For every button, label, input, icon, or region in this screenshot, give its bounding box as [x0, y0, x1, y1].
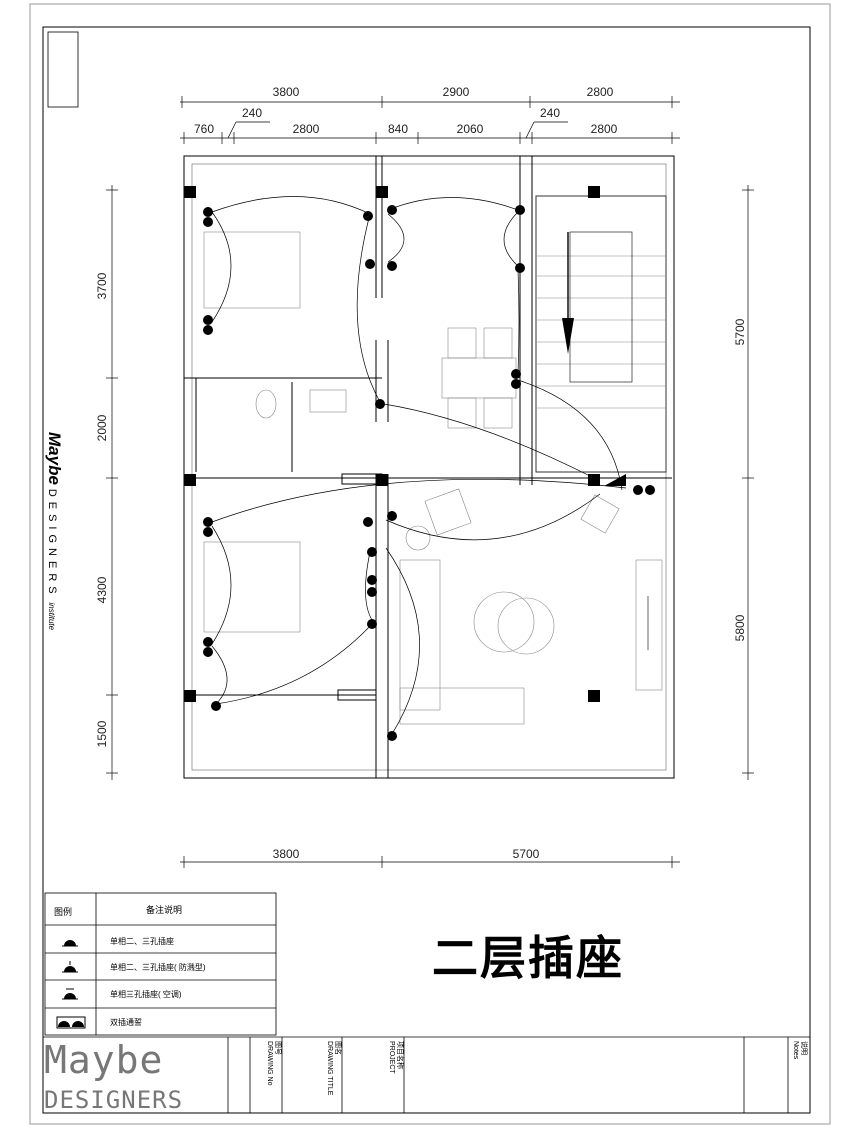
stair-direction-arrow [562, 318, 574, 354]
dim-top2-f: 240 [540, 106, 560, 120]
vertical-brand-main: Maybe [45, 432, 64, 485]
legend-table [44, 892, 277, 1036]
dim-left-c: 4300 [95, 576, 109, 603]
corner-stamp [47, 31, 79, 108]
notes-label-cn: 说明 [800, 1041, 809, 1055]
furniture [203, 231, 663, 725]
dim-top2-g: 2800 [591, 122, 618, 136]
dim-top2-a: 760 [194, 122, 214, 136]
socket-ac-icon [64, 993, 76, 999]
dim-top2-c: 2800 [293, 122, 320, 136]
legend-item-label: 双插通誓 [110, 1018, 142, 1027]
socket-single-icon [64, 940, 76, 946]
dim-left-b: 2000 [95, 414, 109, 441]
dim-left-a: 3700 [95, 272, 109, 299]
vertical-brand-suffix: institute [47, 602, 56, 631]
dim-right-a: 5700 [733, 318, 747, 345]
legend-col-symbol: 图例 [54, 907, 73, 917]
dim-top2-d: 840 [388, 122, 408, 136]
project-label-cn: 项目名称 [396, 1041, 405, 1069]
dim-bottom-b: 5700 [513, 847, 540, 861]
staircase [536, 231, 666, 409]
socket-double-icon [58, 1021, 84, 1027]
dim-top2-e: 2060 [457, 122, 484, 136]
top-dimension-lines [180, 96, 680, 144]
drawing-title: 二层插座 [432, 931, 624, 985]
notes-label-en: Notes [792, 1041, 799, 1060]
vertical-brand: Maybe DESIGNERS institute [44, 432, 64, 652]
drawing-no-label-en: DRAWING No [266, 1041, 273, 1086]
legend-item-label: 单相二、三孔插座 [110, 937, 174, 946]
legend-icons [56, 940, 86, 1029]
dim-left-d: 1500 [95, 720, 109, 747]
socket-splashproof-icon [64, 966, 76, 972]
dim-top1-c: 2800 [587, 85, 614, 99]
dim-bottom-a: 3800 [273, 847, 300, 861]
floor-plan-walls [183, 155, 675, 779]
legend-col-note: 备注说明 [146, 905, 183, 915]
dim-right-b: 5800 [733, 614, 747, 641]
logo-line1: Maybe [44, 1038, 164, 1082]
title-block [43, 1036, 810, 1113]
drawing-no-label-cn: 图号 [274, 1041, 282, 1055]
side-dimension-lines [106, 185, 754, 868]
logo-line2: DESIGNERS [44, 1086, 184, 1114]
vertical-brand-sub: DESIGNERS [46, 488, 58, 599]
dim-top1-a: 3800 [273, 85, 300, 99]
inner-border [42, 26, 811, 1114]
wiring-routes [211, 196, 627, 735]
drawing-title-label-cn: 图名 [334, 1041, 343, 1055]
dim-top1-b: 2900 [443, 85, 470, 99]
outer-border [29, 3, 831, 1125]
socket-markers [203, 205, 655, 741]
dim-top2-b: 240 [242, 106, 262, 120]
legend-item-label: 单相二、三孔插座( 防溅型) [110, 963, 206, 972]
project-label-en: PROJECT [388, 1041, 395, 1074]
drawing-title-label-en: DRAWING TITLE [326, 1041, 333, 1096]
legend-item-label: 单相三孔插座( 空调) [110, 990, 182, 999]
